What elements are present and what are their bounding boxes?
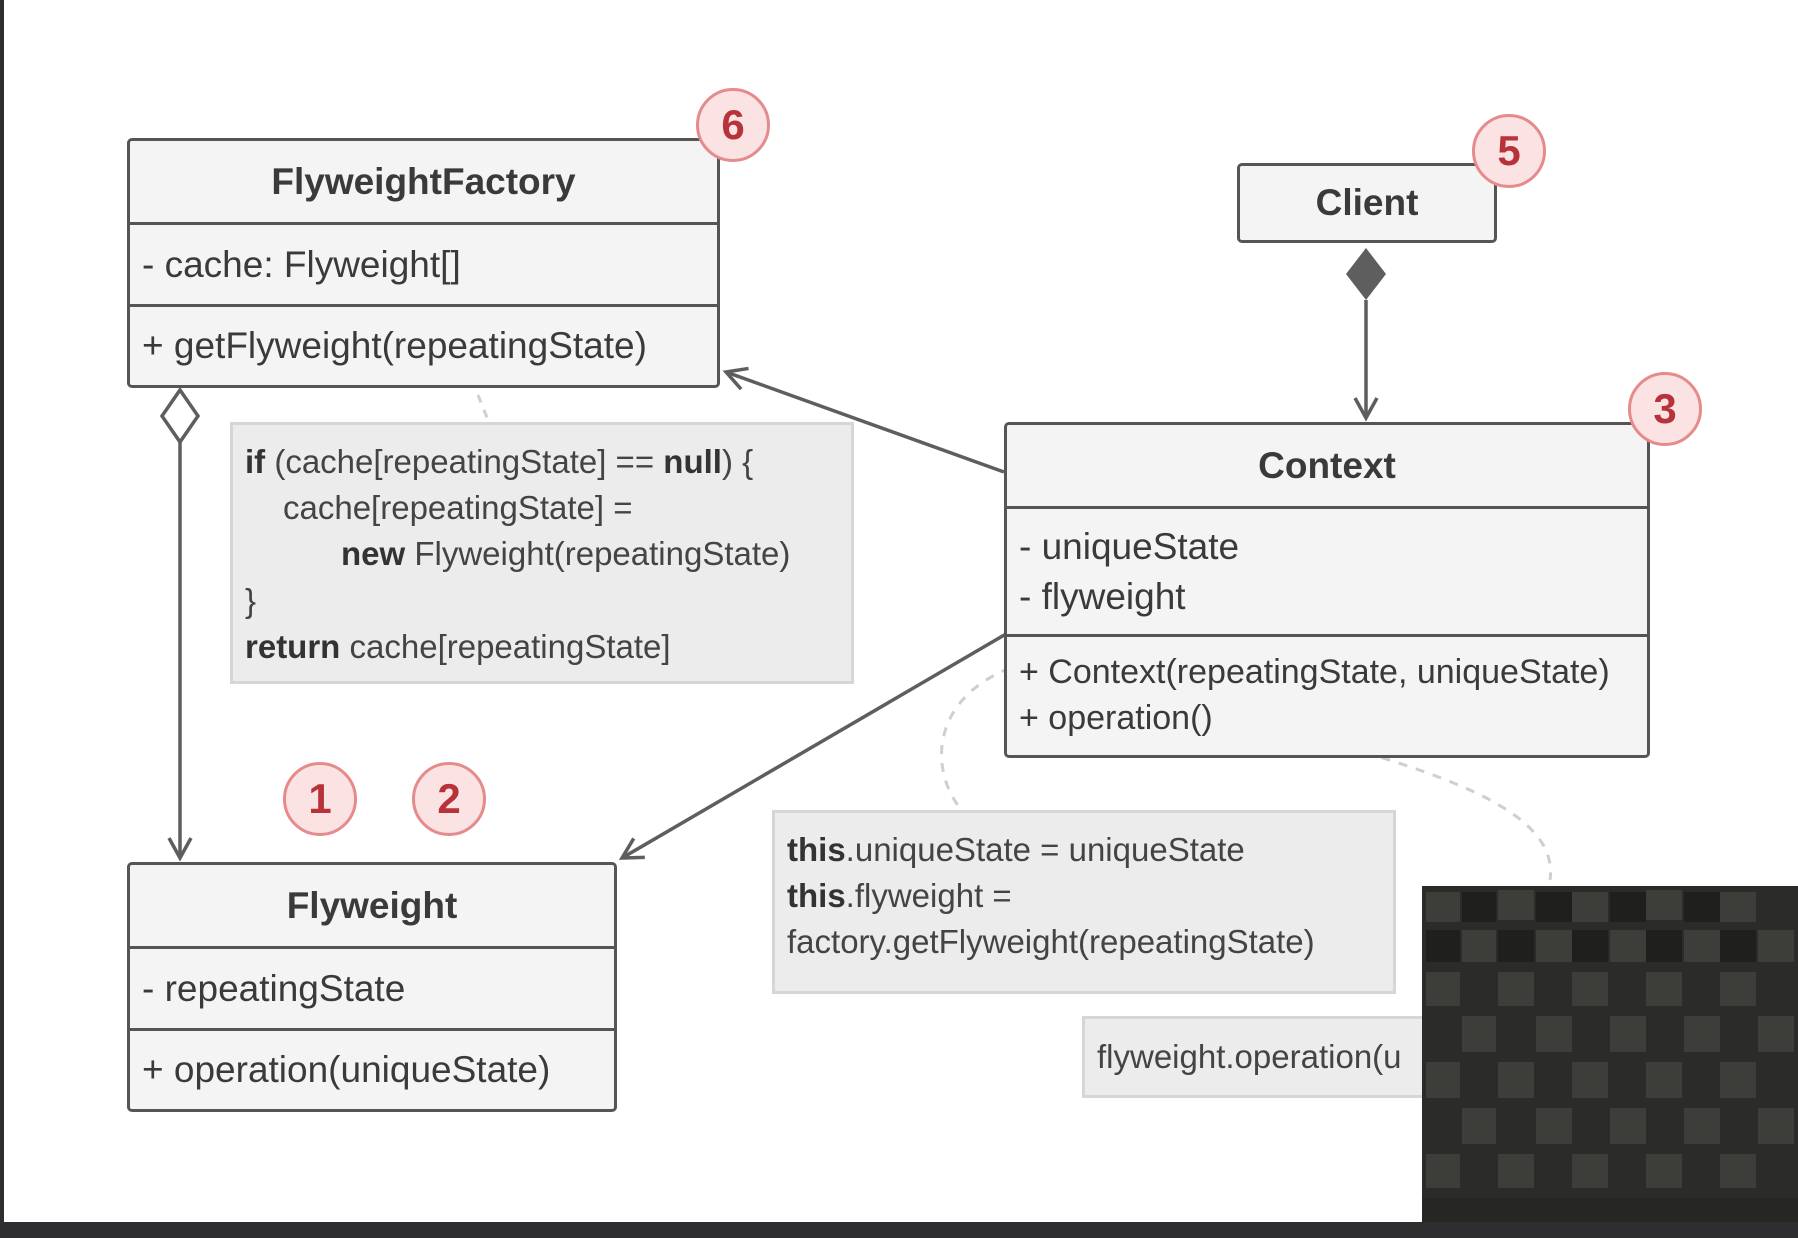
class-fields: - repeatingState bbox=[130, 949, 614, 1031]
class-methods: + getFlyweight(repeatingState) bbox=[130, 307, 717, 385]
operation-code-note: flyweight.operation(u bbox=[1082, 1016, 1462, 1098]
code-text: .flyweight = bbox=[845, 877, 1012, 915]
code-text: Flyweight(repeatingState) bbox=[405, 535, 791, 573]
code-line-4: } bbox=[245, 581, 257, 619]
keyword-null: null bbox=[663, 443, 722, 480]
flyweight-factory-class: FlyweightFactory - cache: Flyweight[] + … bbox=[127, 138, 720, 388]
keyword-if: if bbox=[245, 443, 266, 480]
class-name: FlyweightFactory bbox=[130, 141, 717, 225]
field-unique-state: - uniqueState bbox=[1019, 525, 1240, 567]
flyweight-class: Flyweight - repeatingState + operation(u… bbox=[127, 862, 617, 1112]
class-name: Client bbox=[1315, 182, 1419, 223]
code-text: (cache[repeatingState] == bbox=[265, 443, 664, 480]
keyword-this: this bbox=[787, 831, 846, 868]
code-text: ) { bbox=[721, 443, 754, 480]
class-name: Flyweight bbox=[130, 865, 614, 949]
step-badge-3: 3 bbox=[1628, 372, 1702, 446]
class-fields: - uniqueState - flyweight bbox=[1007, 509, 1647, 637]
method-constructor: + Context(repeatingState, uniqueState) bbox=[1019, 653, 1610, 692]
factory-code-note: if (cache[repeatingState] == null) { cac… bbox=[230, 422, 854, 684]
context-note-anchor bbox=[940, 666, 1011, 809]
class-fields: - cache: Flyweight[] bbox=[130, 225, 717, 307]
context-to-flyweight-arrow bbox=[618, 632, 1007, 860]
field-repeating-state: - repeatingState bbox=[142, 967, 406, 1009]
factory-note-anchor bbox=[476, 394, 490, 421]
method-get-flyweight: + getFlyweight(repeatingState) bbox=[142, 325, 647, 367]
keyword-this: this bbox=[787, 877, 846, 915]
class-name: Context bbox=[1007, 425, 1647, 509]
field-flyweight: - flyweight bbox=[1019, 575, 1186, 617]
acoustic-foam-texture bbox=[1422, 886, 1798, 1238]
method-operation: + operation(uniqueState) bbox=[142, 1049, 551, 1091]
client-composition-diamond bbox=[1346, 248, 1386, 300]
code-line-3: factory.getFlyweight(repeatingState) bbox=[787, 923, 1315, 961]
step-badge-5: 5 bbox=[1472, 114, 1546, 188]
code-text: .uniqueState = uniqueState bbox=[845, 831, 1245, 868]
step-badge-6: 6 bbox=[696, 88, 770, 162]
code-text: cache[repeatingState] bbox=[340, 627, 671, 665]
factory-aggregation-diamond bbox=[159, 386, 201, 446]
context-code-note: this.uniqueState = uniqueState this.flyw… bbox=[772, 810, 1396, 994]
step-badge-1: 1 bbox=[283, 762, 357, 836]
webcam-overlay bbox=[1422, 886, 1798, 1238]
context-class: Context - uniqueState - flyweight + Cont… bbox=[1004, 422, 1650, 758]
keyword-new: new bbox=[341, 535, 406, 573]
class-methods: + operation(uniqueState) bbox=[130, 1031, 614, 1109]
field-cache: - cache: Flyweight[] bbox=[142, 243, 461, 285]
context-to-factory-arrow bbox=[722, 366, 1005, 474]
keyword-return: return bbox=[245, 627, 341, 665]
window-bottom-bar bbox=[0, 1222, 1798, 1238]
class-methods: + Context(repeatingState, uniqueState) +… bbox=[1007, 637, 1647, 755]
method-operation: + operation() bbox=[1019, 699, 1213, 737]
code-line-1: flyweight.operation(u bbox=[1097, 1037, 1402, 1075]
client-class: Client bbox=[1237, 163, 1497, 243]
step-badge-2: 2 bbox=[412, 762, 486, 836]
code-line-2: cache[repeatingState] = bbox=[283, 489, 633, 527]
